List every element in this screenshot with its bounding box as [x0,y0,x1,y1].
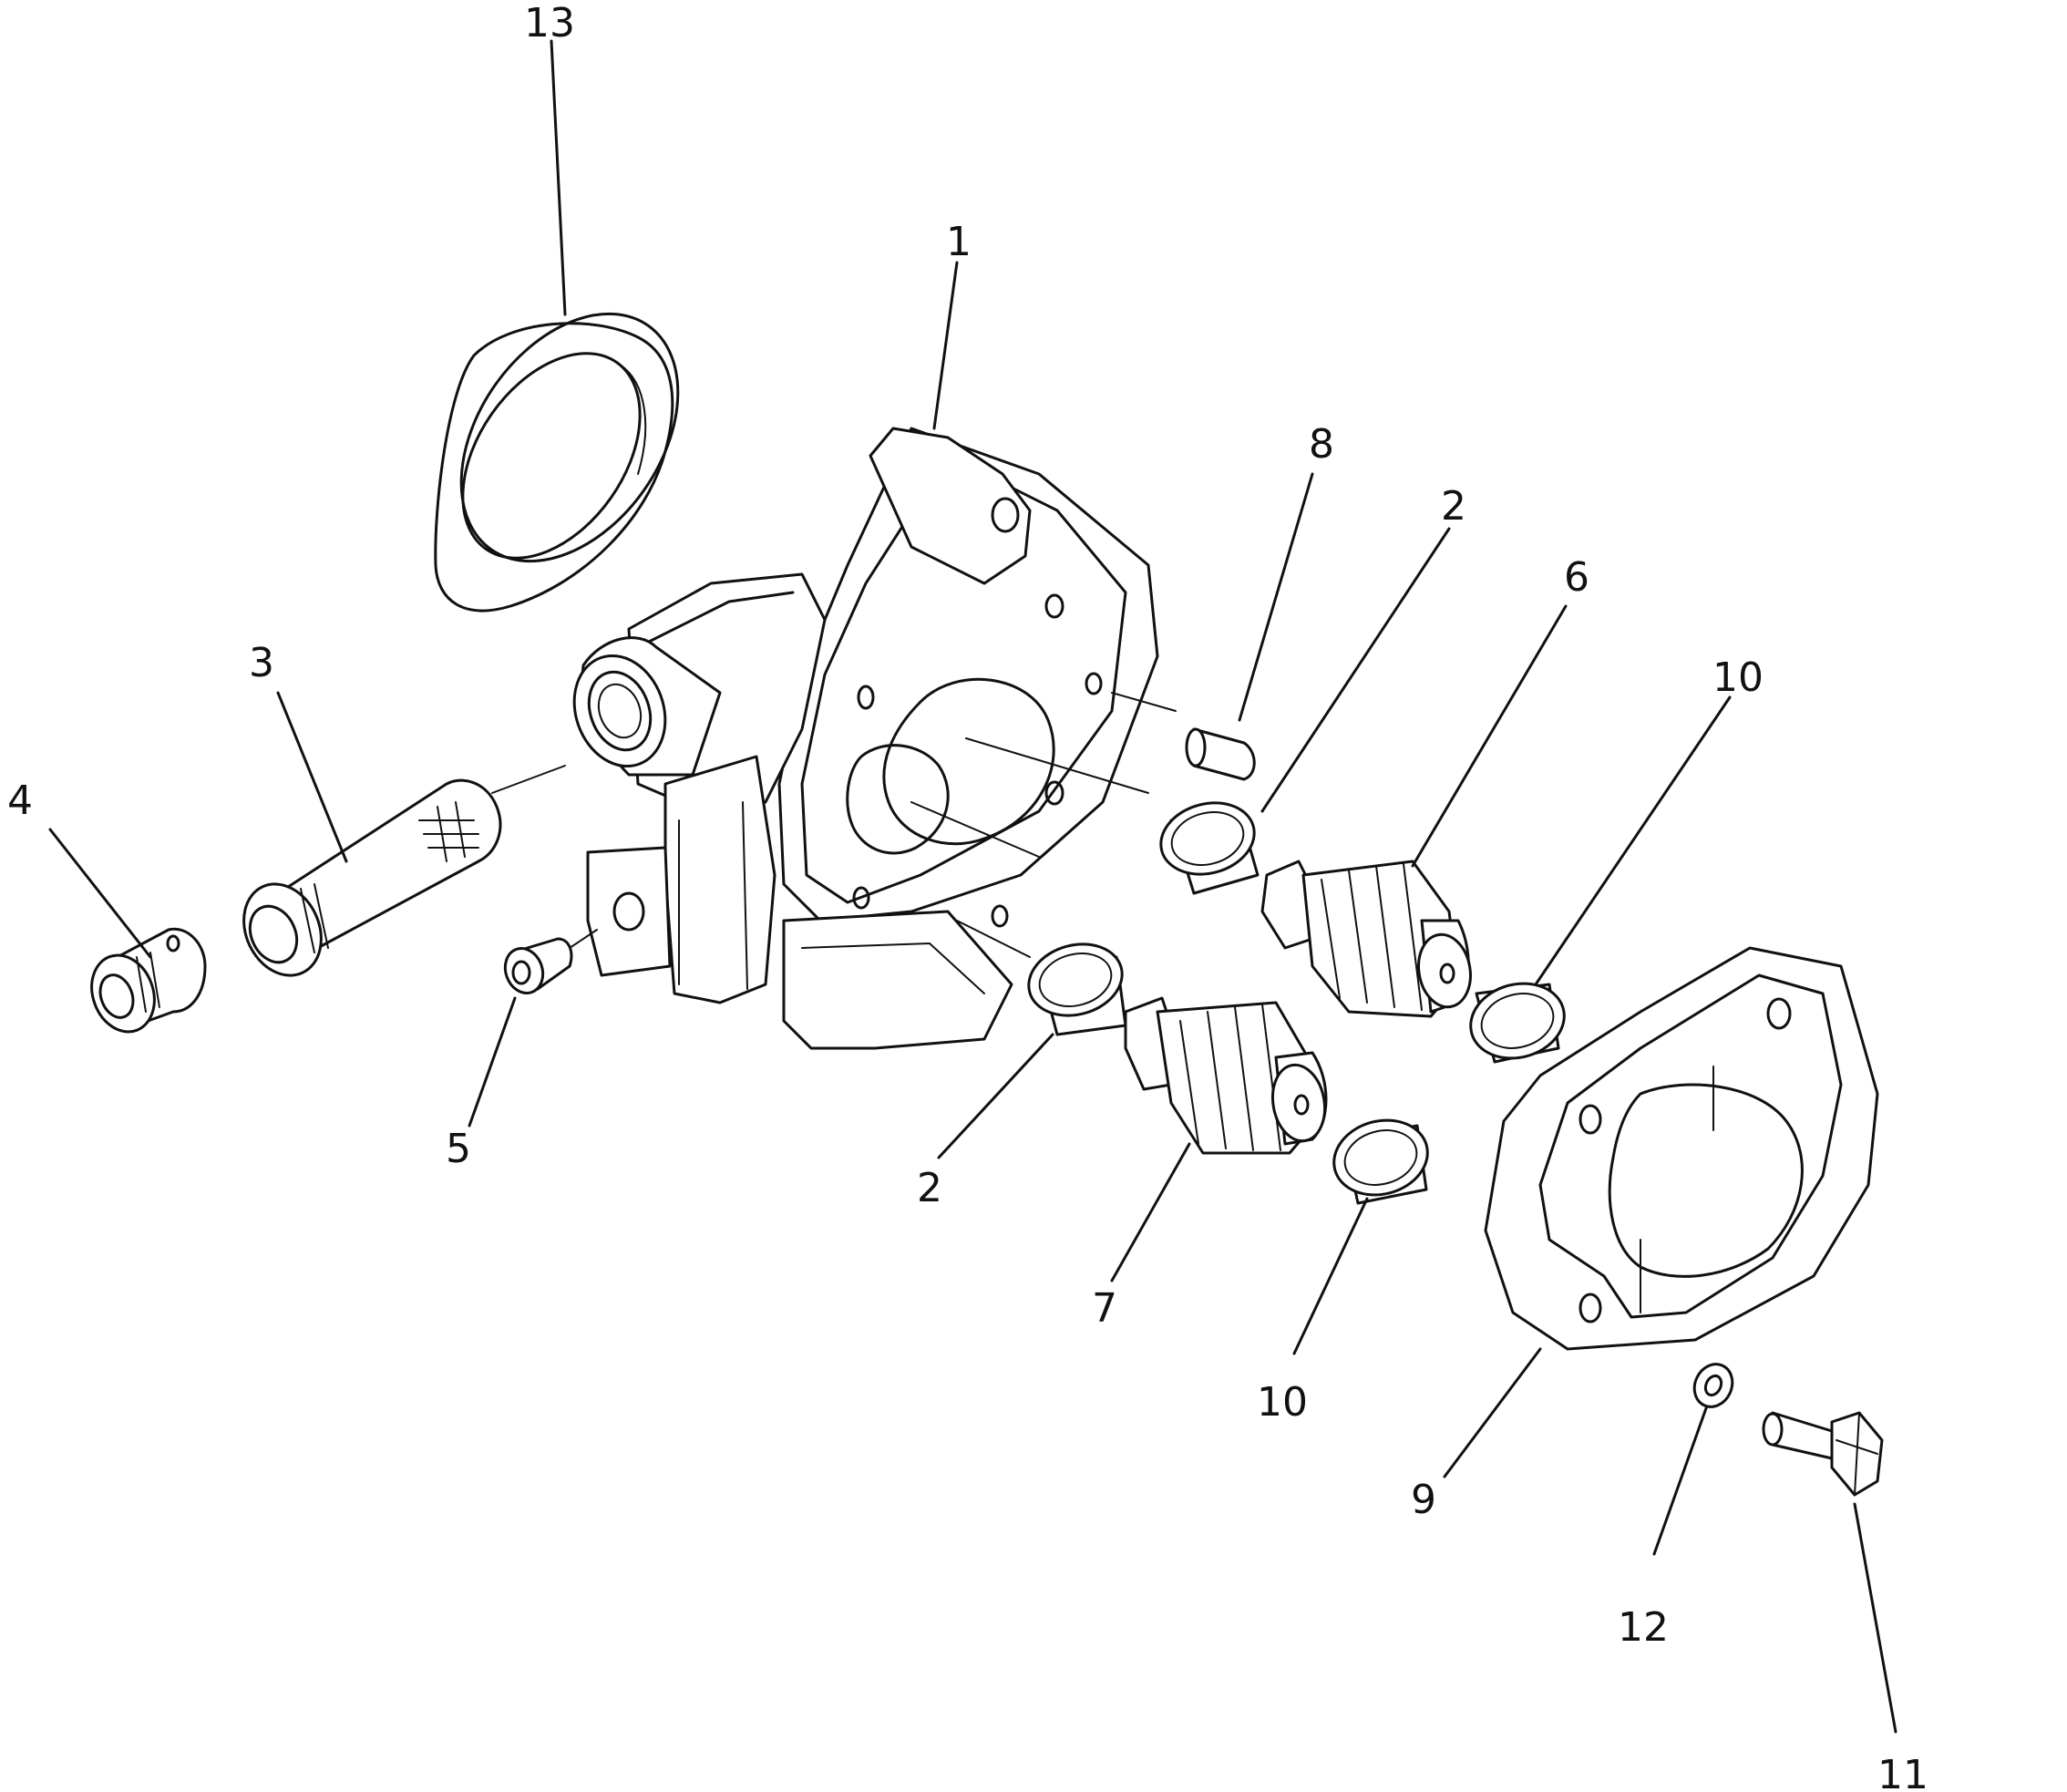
leader-2-upper [1260,527,1451,813]
label-13: 13 [524,0,575,46]
label-8: 8 [1309,421,1334,468]
leader-12 [1652,1406,1708,1556]
leader-4 [48,828,152,959]
label-3: 3 [249,640,274,686]
label-7: 7 [1092,1285,1117,1332]
leader-10-lower [1292,1197,1369,1355]
part-2-bushing-upper [1159,801,1260,895]
label-2-upper: 2 [1441,483,1466,530]
part-9-cover [1484,946,1879,1351]
label-11: 11 [1877,1752,1928,1792]
label-4: 4 [7,778,33,824]
part-4-plug [90,927,207,1034]
label-12: 12 [1618,1604,1669,1651]
label-2-lower: 2 [917,1165,942,1211]
leader-11 [1853,1502,1897,1734]
label-1: 1 [946,219,972,265]
part-labels: 13 1 8 2 6 10 3 4 5 2 7 10 9 12 11 [7,0,1928,1792]
part-10-bushing-upper [1469,982,1566,1064]
leader-2-lower [937,1033,1054,1159]
part-12-washer [1692,1363,1734,1408]
part-8-pin [1185,727,1256,781]
part-5-small-plug [503,937,573,994]
leader-10-upper [1534,695,1732,986]
leader-1 [932,261,959,430]
label-10-upper: 10 [1712,654,1764,701]
label-6: 6 [1564,554,1589,601]
leader-13 [550,39,567,316]
part-2-bushing-lower [1027,942,1127,1036]
part-11-bolt [1762,1411,1884,1497]
part-13-seal-ring [434,312,680,613]
leader-9 [1443,1347,1542,1478]
part-3-strainer [242,778,502,977]
part-10-bushing-lower [1332,1118,1429,1205]
leader-lines [48,39,1897,1734]
leader-3 [276,691,348,863]
label-9: 9 [1411,1477,1436,1523]
leader-8 [1238,472,1314,722]
leader-6 [1411,604,1568,868]
leader-5 [468,996,517,1128]
part-7-gear [1124,996,1328,1155]
part-1-pump-housing [491,427,1177,1050]
label-5: 5 [446,1126,471,1172]
label-10-lower: 10 [1257,1379,1308,1426]
leader-7 [1110,1142,1191,1282]
part-6-gear [1260,860,1472,1018]
